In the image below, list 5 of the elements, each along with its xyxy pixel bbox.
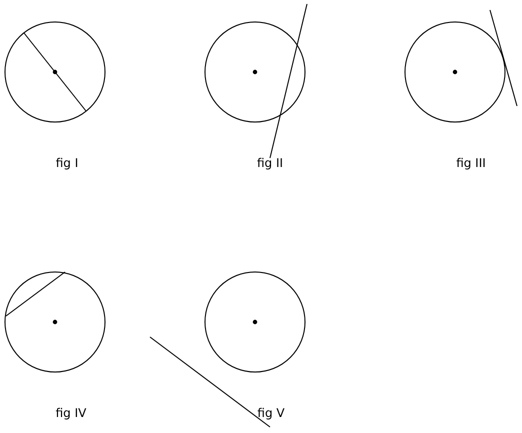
figure-caption: fig IV (56, 406, 86, 420)
figure-caption: fig I (56, 156, 78, 170)
figure-caption: fig III (456, 156, 486, 170)
figure-caption: fig V (257, 406, 285, 420)
figure-caption: fig II (256, 156, 284, 170)
